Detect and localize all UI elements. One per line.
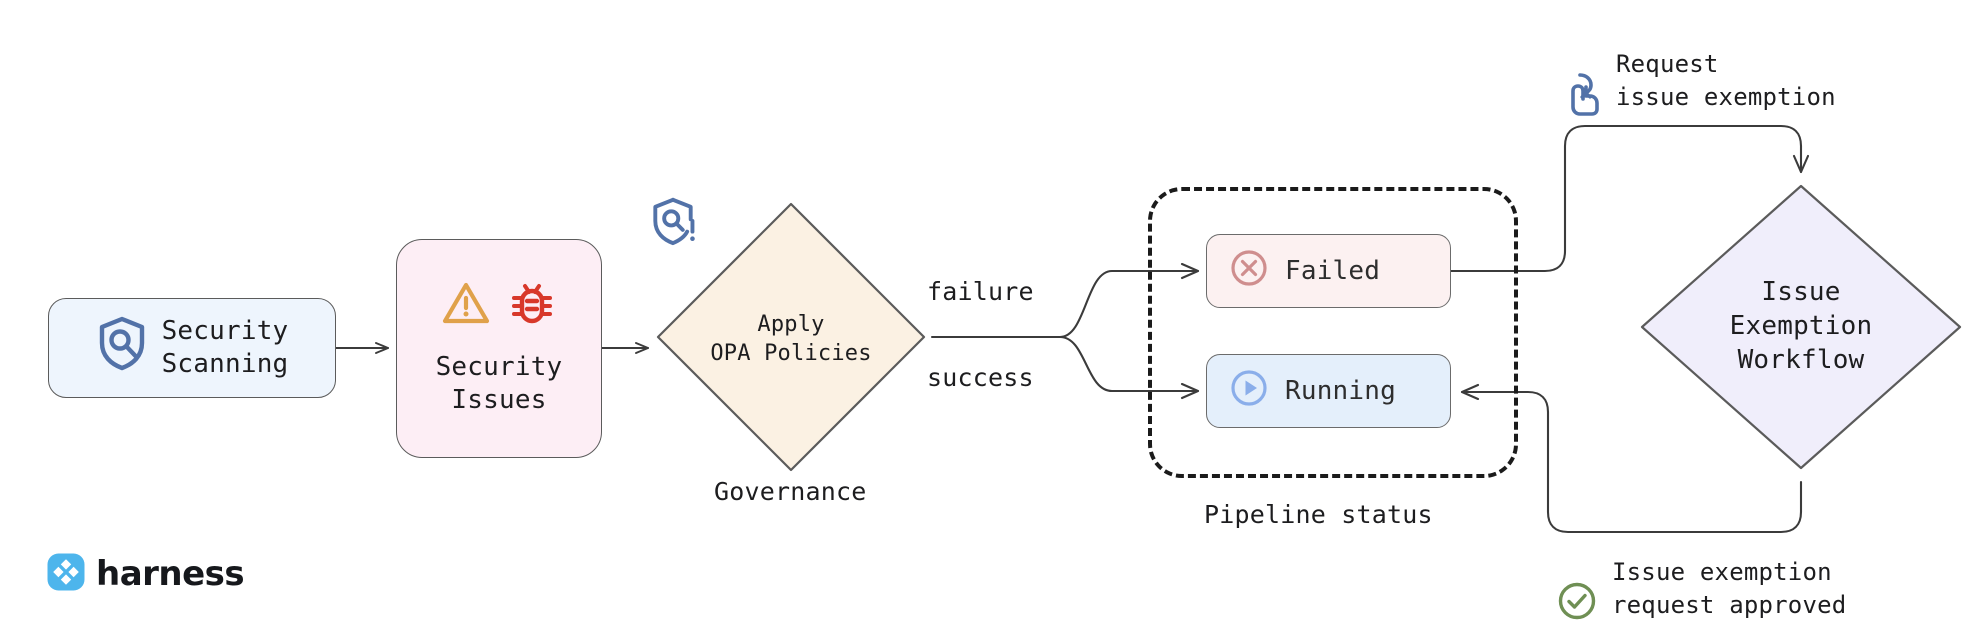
harness-logo: harness	[46, 552, 245, 596]
pipeline-status-group	[1148, 187, 1518, 478]
node-governance-line2: OPA Policies	[710, 341, 872, 366]
exemption-diamond-shape	[1640, 184, 1962, 470]
annotation-request-approved: Issue exemption request approved	[1556, 547, 1846, 631]
node-exemption-line2: Exemption	[1729, 311, 1873, 342]
node-exemption-line3: Workflow	[1737, 344, 1865, 375]
bug-icon	[508, 280, 556, 335]
annotation-approved-text: Issue exemption request approved	[1612, 558, 1847, 620]
node-security-issues[interactable]: Security Issues	[396, 239, 602, 458]
shield-search-icon	[96, 315, 148, 380]
security-issues-icon-row	[442, 280, 556, 335]
node-security-scanning-label: Security Scanning	[161, 315, 289, 379]
node-status-running-label: Running	[1285, 376, 1396, 406]
harness-logo-icon	[46, 552, 86, 596]
node-governance-apply-opa-policies[interactable]: Apply OPA Policies	[650, 196, 932, 478]
node-governance-line1: Apply	[757, 312, 825, 338]
annotation-request-text: Request issue exemption	[1616, 50, 1836, 112]
edge-label-failure: failure	[925, 277, 1036, 306]
node-status-running[interactable]: Running	[1206, 354, 1451, 428]
governance-diamond-shape	[656, 202, 926, 472]
error-circle-x-icon	[1229, 248, 1269, 295]
node-status-failed[interactable]: Failed	[1206, 234, 1451, 308]
harness-wordmark: harness	[96, 554, 245, 594]
node-status-failed-label: Failed	[1285, 256, 1381, 286]
check-circle-icon	[1556, 547, 1598, 631]
edge-label-success: success	[925, 363, 1036, 392]
caption-governance: Governance	[714, 477, 867, 506]
play-circle-icon	[1229, 368, 1269, 415]
caption-pipeline-status: Pipeline status	[1204, 500, 1433, 529]
annotation-request-issue-exemption: Request issue exemption	[1560, 36, 1836, 126]
node-security-issues-label: Security Issues	[435, 351, 563, 416]
click-tap-icon	[1560, 36, 1602, 126]
node-security-scanning[interactable]: Security Scanning	[48, 298, 336, 398]
node-exemption-line1: Issue	[1761, 277, 1841, 308]
node-issue-exemption-workflow[interactable]: Issue Exemption Workflow	[1636, 180, 1966, 474]
warning-triangle-icon	[442, 281, 490, 334]
